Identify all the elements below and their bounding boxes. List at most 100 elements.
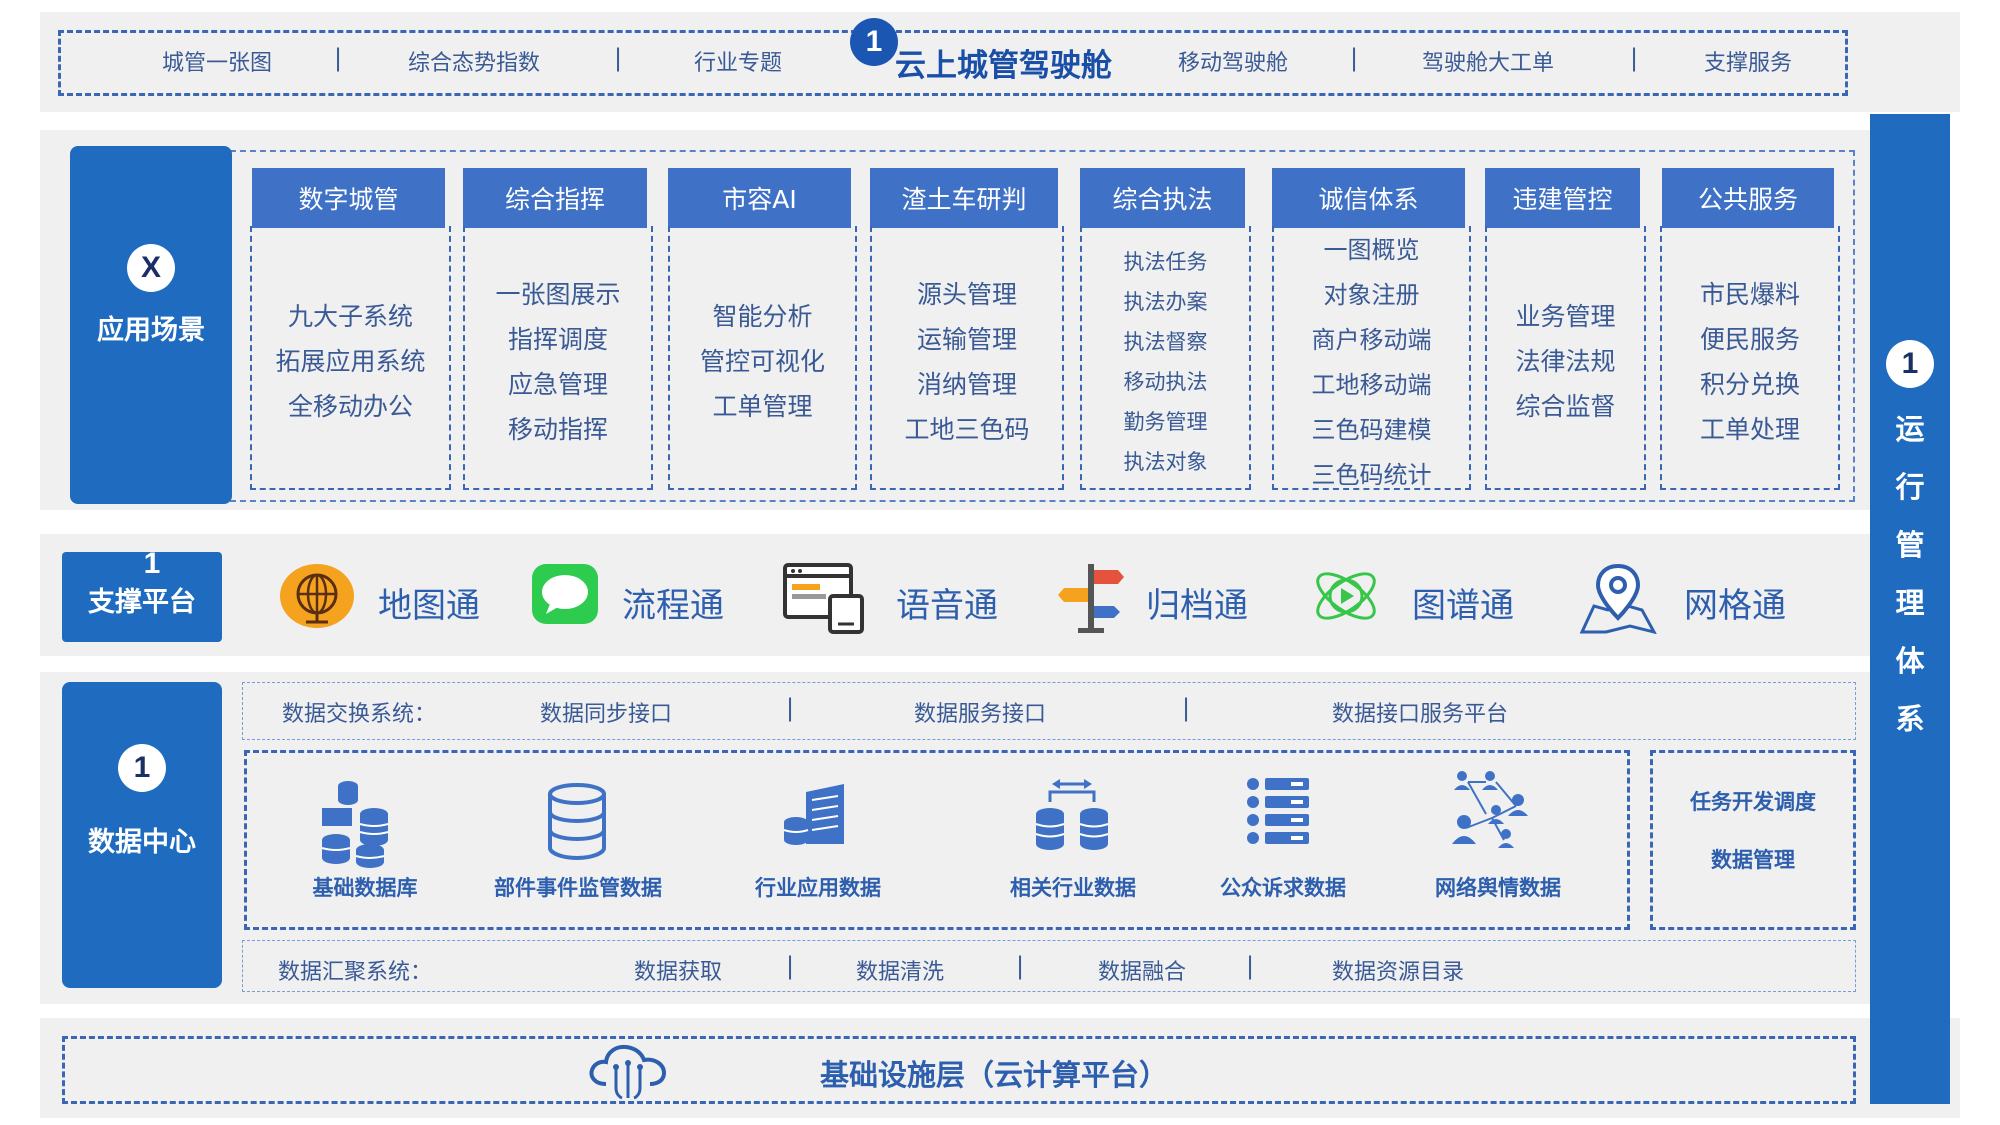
- category-item[interactable]: 对象注册: [1323, 281, 1420, 309]
- data-band: [40, 672, 1915, 1004]
- category-panel: 业务管理 法律法规 综合监督: [1485, 226, 1646, 490]
- support-label: 支撑平台: [88, 587, 196, 618]
- category-item[interactable]: 工地移动端: [1311, 371, 1432, 399]
- support-item-label[interactable]: 流程通: [622, 586, 724, 626]
- top-item-3[interactable]: 行业专题: [694, 51, 783, 76]
- aggregate-sep: |: [786, 952, 795, 980]
- data-label: 数据中心: [88, 827, 196, 858]
- support-item-label[interactable]: 地图通: [378, 586, 480, 626]
- database-cluster-icon: [321, 781, 389, 868]
- database-label[interactable]: 基础数据库: [312, 876, 418, 900]
- ops-char: 行: [1895, 470, 1925, 504]
- category-item[interactable]: 全移动办公: [287, 392, 413, 421]
- task-item[interactable]: 数据管理: [1711, 848, 1795, 872]
- category-header[interactable]: 市容AI: [668, 168, 851, 228]
- exchange-frame: [242, 682, 1856, 740]
- top-item-1[interactable]: 城管一张图: [162, 51, 273, 76]
- exchange-item[interactable]: 数据服务接口: [914, 702, 1047, 727]
- category-header[interactable]: 渣土车研判: [870, 168, 1058, 228]
- category-item[interactable]: 执法对象: [1123, 450, 1208, 474]
- category-header[interactable]: 综合执法: [1080, 168, 1245, 228]
- category-item[interactable]: 执法督察: [1123, 330, 1208, 354]
- ops-label: 运 行 管 理 体 系: [1870, 400, 1950, 748]
- infra-frame: [62, 1036, 1856, 1104]
- database-label[interactable]: 部件事件监管数据: [494, 876, 662, 900]
- play-orbit-icon: [1316, 572, 1376, 620]
- category-item[interactable]: 移动执法: [1123, 370, 1208, 394]
- top-badge: 1: [850, 18, 898, 66]
- category-item[interactable]: 一张图展示: [495, 280, 621, 309]
- signpost-icon: [1058, 564, 1124, 633]
- category-header[interactable]: 违建管控: [1485, 168, 1640, 228]
- category-header[interactable]: 数字城管: [252, 168, 445, 228]
- support-item-label[interactable]: 网格通: [1684, 586, 1786, 626]
- category-item[interactable]: 智能分析: [712, 302, 813, 331]
- category-item[interactable]: 法律法规: [1515, 347, 1616, 376]
- aggregate-item[interactable]: 数据清洗: [856, 960, 945, 985]
- category-item[interactable]: 业务管理: [1515, 302, 1616, 331]
- exchange-item[interactable]: 数据接口服务平台: [1332, 702, 1509, 727]
- category-item[interactable]: 指挥调度: [507, 325, 608, 354]
- category-item[interactable]: 便民服务: [1699, 325, 1800, 354]
- category-item[interactable]: 积分兑换: [1699, 370, 1800, 399]
- category-item[interactable]: 拓展应用系统: [275, 347, 426, 376]
- app-label: 应用场景: [97, 315, 205, 346]
- category-item[interactable]: 源头管理: [916, 280, 1017, 309]
- support-item-label[interactable]: 归档通: [1146, 586, 1248, 626]
- database-sync-icon: [1035, 779, 1109, 850]
- category-item[interactable]: 九大子系统: [287, 302, 413, 331]
- support-item-label[interactable]: 图谱通: [1412, 586, 1514, 626]
- aggregate-sep: |: [1246, 952, 1255, 980]
- top-item-6[interactable]: 支撑服务: [1704, 51, 1793, 76]
- data-block: 1 数据中心: [62, 682, 222, 988]
- exchange-sep: |: [1182, 694, 1191, 722]
- category-item[interactable]: 一图概览: [1323, 236, 1420, 264]
- top-sep: |: [1350, 44, 1359, 72]
- category-item[interactable]: 三色码建模: [1311, 416, 1432, 444]
- ops-char: 系: [1895, 702, 1925, 736]
- category-item[interactable]: 综合监督: [1515, 392, 1616, 421]
- task-item[interactable]: 任务开发调度: [1690, 790, 1816, 814]
- category-header[interactable]: 综合指挥: [463, 168, 647, 228]
- database-label[interactable]: 公众诉求数据: [1220, 876, 1346, 900]
- database-label[interactable]: 相关行业数据: [1010, 876, 1136, 900]
- aggregate-item[interactable]: 数据获取: [634, 960, 723, 985]
- category-item[interactable]: 应急管理: [507, 370, 608, 399]
- aggregate-label: 数据汇聚系统：: [278, 960, 433, 985]
- aggregate-item[interactable]: 数据资源目录: [1332, 960, 1465, 985]
- category-item[interactable]: 运输管理: [916, 325, 1017, 354]
- category-panel: 市民爆料 便民服务 积分兑换 工单处理: [1660, 226, 1840, 490]
- category-item[interactable]: 三色码统计: [1311, 461, 1432, 489]
- category-item[interactable]: 工单管理: [712, 392, 813, 421]
- database-frame: [244, 750, 1630, 930]
- category-item[interactable]: 勤务管理: [1123, 410, 1208, 434]
- top-item-5[interactable]: 驾驶舱大工单: [1422, 51, 1555, 76]
- top-item-2[interactable]: 综合态势指数: [408, 51, 541, 76]
- category-header[interactable]: 公共服务: [1662, 168, 1834, 228]
- category-item[interactable]: 执法任务: [1123, 250, 1208, 274]
- category-item[interactable]: 管控可视化: [699, 347, 825, 376]
- category-item[interactable]: 工单处理: [1699, 415, 1800, 444]
- category-panel: 一张图展示 指挥调度 应急管理 移动指挥: [463, 226, 653, 490]
- ops-badge: 1: [1886, 340, 1934, 388]
- category-item[interactable]: 消纳管理: [916, 370, 1017, 399]
- aggregate-item[interactable]: 数据融合: [1098, 960, 1187, 985]
- category-item[interactable]: 移动指挥: [507, 415, 608, 444]
- category-item[interactable]: 执法办案: [1123, 290, 1208, 314]
- top-frame: [58, 30, 1848, 96]
- support-block: 支撑平台: [62, 552, 222, 642]
- top-item-4[interactable]: 移动驾驶舱: [1178, 51, 1289, 76]
- top-title: 云上城管驾驶舱: [895, 48, 1112, 84]
- category-item[interactable]: 工地三色码: [904, 415, 1030, 444]
- database-label[interactable]: 网络舆情数据: [1435, 876, 1561, 900]
- support-item-label[interactable]: 语音通: [896, 586, 998, 626]
- database-label[interactable]: 行业应用数据: [755, 876, 881, 900]
- exchange-item[interactable]: 数据同步接口: [540, 702, 673, 727]
- category-item[interactable]: 市民爆料: [1699, 280, 1800, 309]
- server-building-icon: [783, 784, 844, 845]
- category-item[interactable]: 商户移动端: [1311, 326, 1432, 354]
- ops-char: 理: [1895, 586, 1925, 620]
- aggregate-frame: [242, 940, 1856, 992]
- database-icon: [548, 783, 606, 861]
- category-header[interactable]: 诚信体系: [1272, 168, 1465, 228]
